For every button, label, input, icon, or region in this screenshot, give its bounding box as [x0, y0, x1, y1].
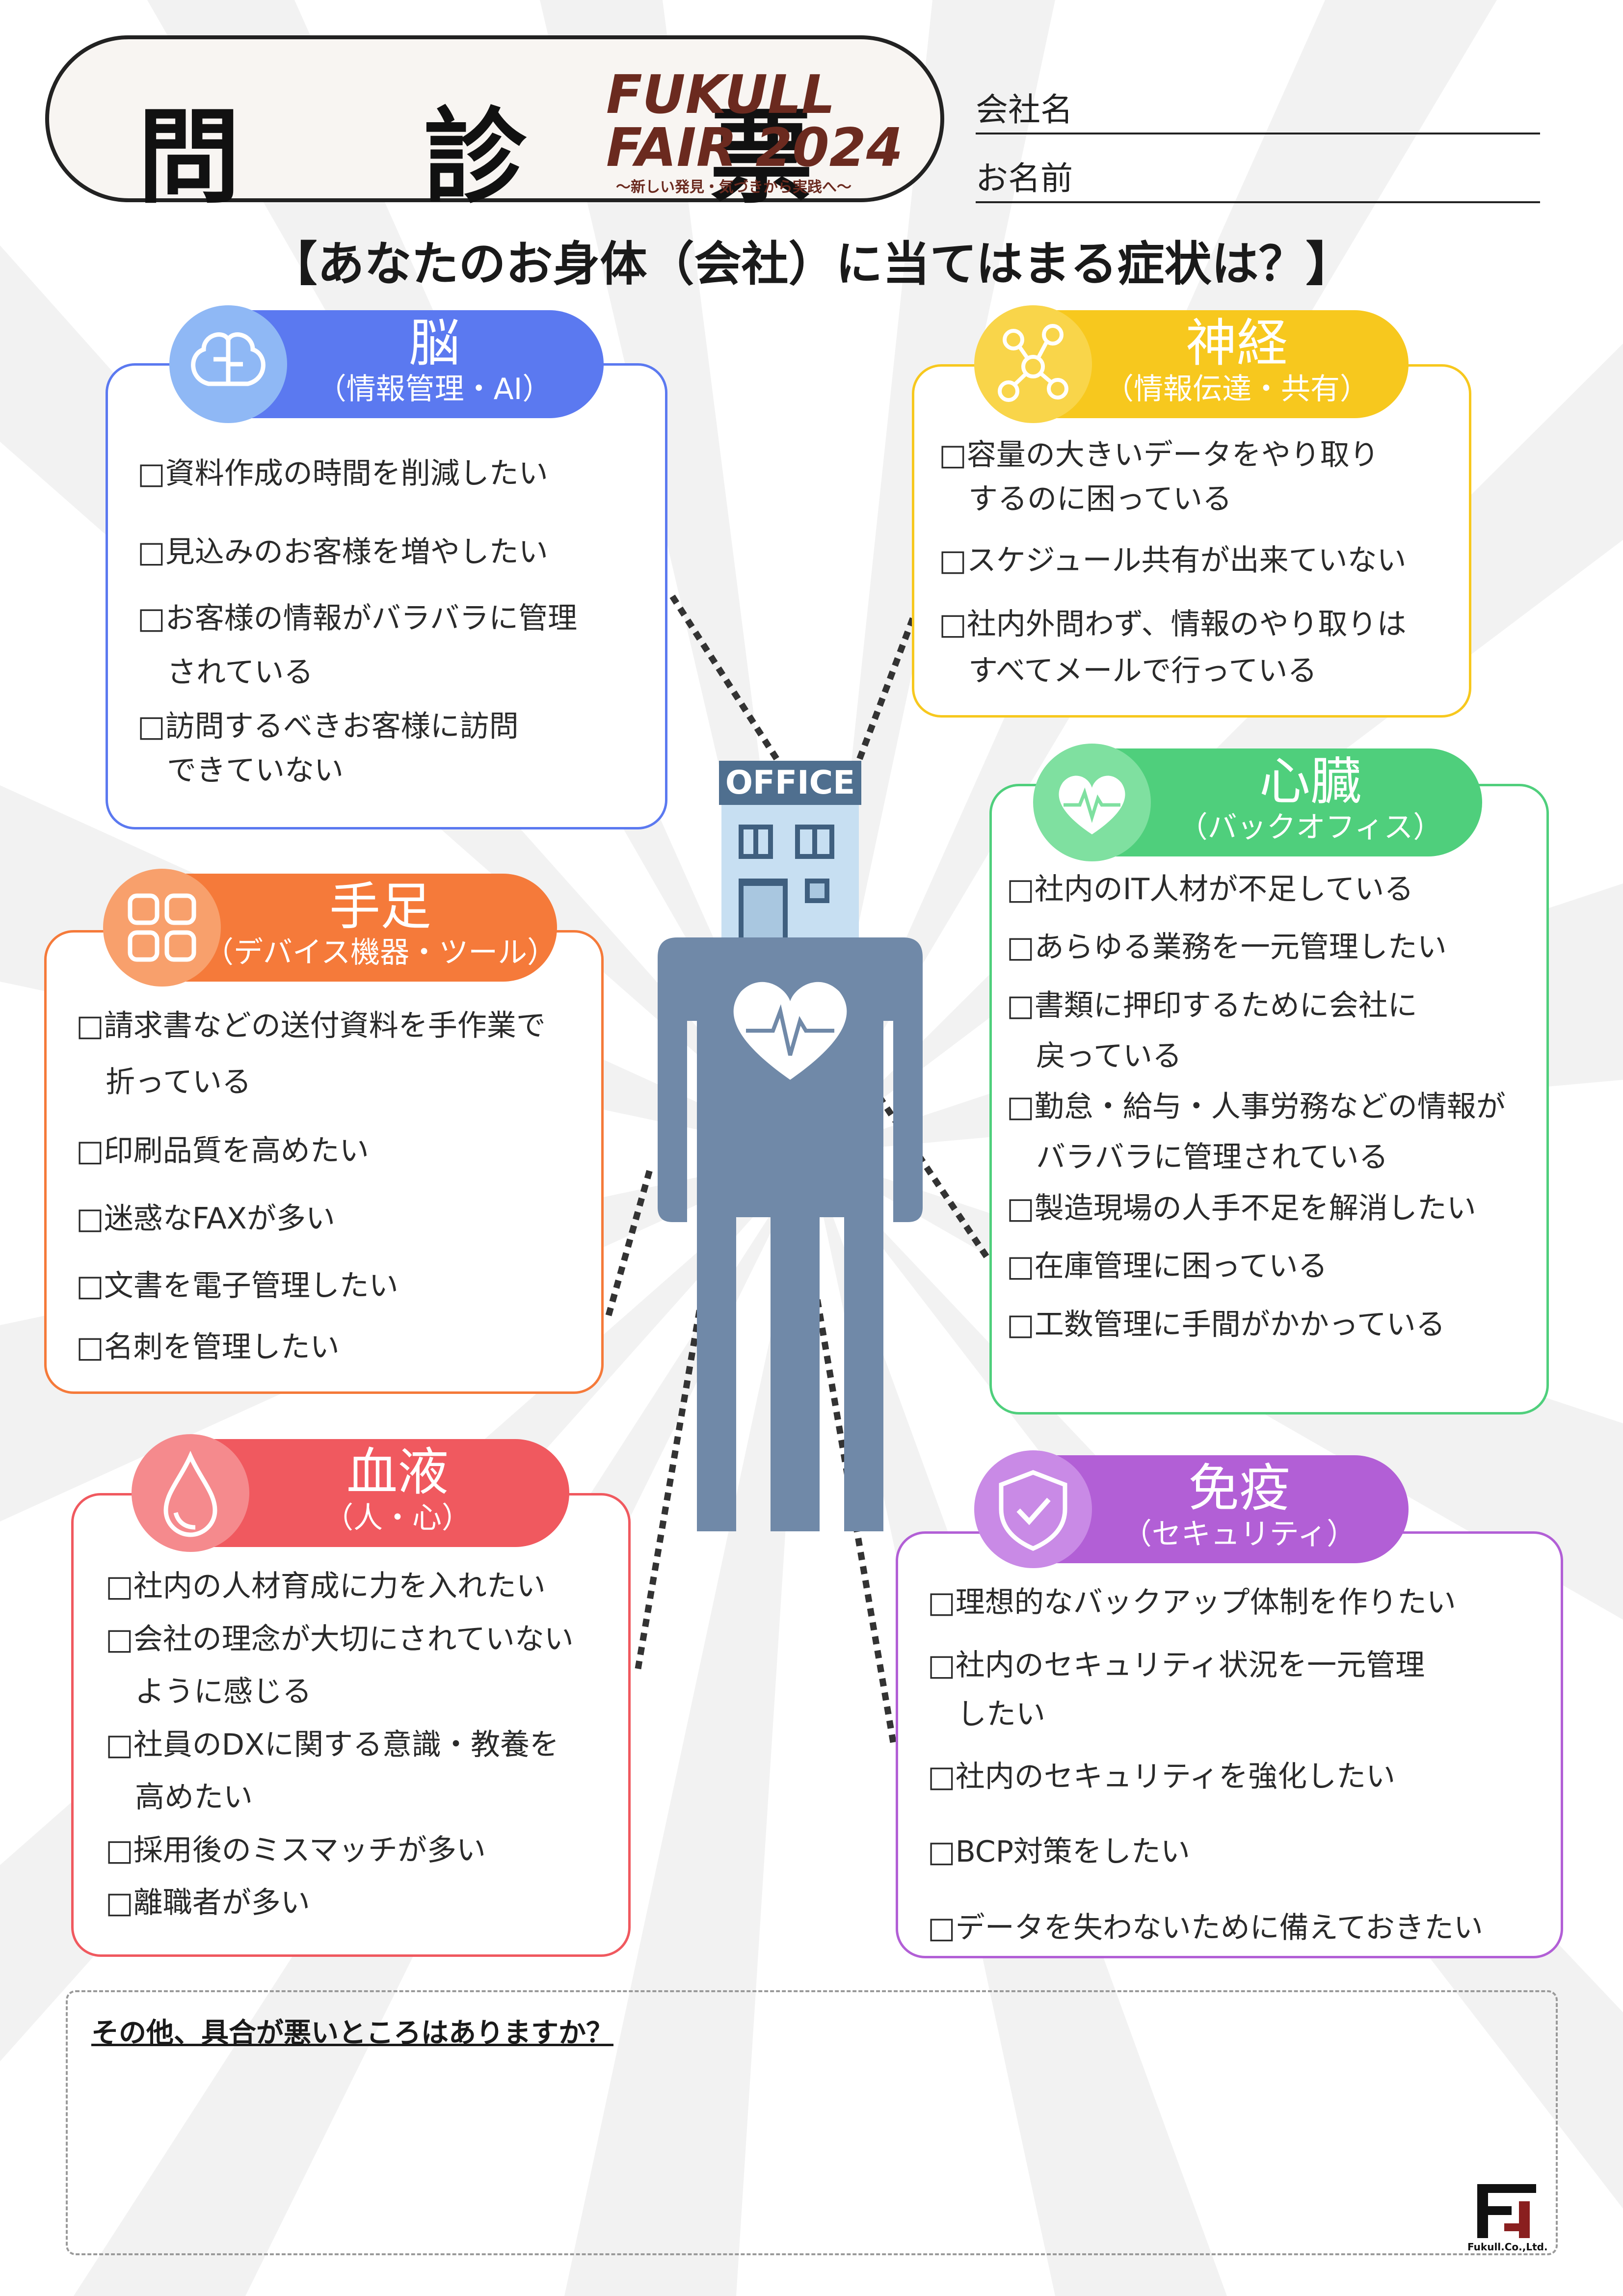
- limbs-item-2[interactable]: □印刷品質を高めたい: [76, 1134, 369, 1168]
- heart-item-1[interactable]: □社内のIT人材が不足している: [1007, 872, 1414, 907]
- heart-item-3[interactable]: □書類に押印するために会社に: [1007, 988, 1417, 1023]
- fair-logo-line2: FAIR 2024: [606, 117, 903, 179]
- immune-subtitle: （セキュリティ）: [1122, 1517, 1357, 1551]
- nerve-title: 神経: [1185, 313, 1288, 373]
- heart-item-6[interactable]: □在庫管理に困っている: [1007, 1249, 1328, 1283]
- title-banner: 問 診 票 FUKULL FAIR 2024 〜新しい発見・気づきから実践へ〜: [45, 35, 944, 217]
- office-person-figure: [658, 761, 923, 1531]
- other-symptoms-area[interactable]: その他、具合が悪いところはありますか？: [66, 1990, 1558, 2255]
- heart-item-7[interactable]: □工数管理に手間がかかっている: [1007, 1308, 1445, 1342]
- limbs-section: □請求書などの送付資料を手作業で 折っている □印刷品質を高めたい □迷惑なFA…: [44, 930, 604, 1394]
- brain-item-2[interactable]: □見込みのお客様を増やしたい: [137, 535, 548, 569]
- fair-tagline: 〜新しい発見・気づきから実践へ〜: [616, 179, 851, 196]
- immune-section: □理想的なバックアップ体制を作りたい □社内のセキュリティ状況を一元管理 したい…: [896, 1531, 1563, 1958]
- brain-item-3[interactable]: □お客様の情報がバラバラに管理: [137, 601, 578, 636]
- nerve-subtitle: （情報伝達・共有）: [1104, 372, 1369, 406]
- blood-subtitle: （人・心）: [324, 1501, 471, 1535]
- company-name-field[interactable]: 会社名: [976, 83, 1540, 134]
- company-logo-text: Fukull.Co.,Ltd.: [1467, 2241, 1548, 2253]
- heart-section: □社内のIT人材が不足している □あらゆる業務を一元管理したい □書類に押印する…: [989, 784, 1549, 1415]
- office-sign-board: [719, 761, 861, 805]
- limbs-title: 手足: [329, 877, 431, 936]
- brain-subtitle: （情報管理・AI）: [317, 372, 552, 406]
- company-name-label: 会社名: [976, 91, 1073, 129]
- nerve-item-3[interactable]: □社内外問わず、情報のやり取りは: [939, 607, 1407, 641]
- blood-item-5[interactable]: □離職者が多い: [106, 1886, 310, 1920]
- heart-item-3-cont: 戻っている: [1007, 1039, 1182, 1073]
- immune-item-5[interactable]: □データを失わないために備えておきたい: [928, 1911, 1483, 1945]
- main-question: 【あなたのお身体（会社）に当てはまる症状は？】: [270, 237, 1353, 292]
- immune-item-2-cont: したい: [928, 1697, 1045, 1732]
- blood-item-1[interactable]: □社内の人材育成に力を入れたい: [106, 1569, 546, 1603]
- brain-section: □資料作成の時間を削減したい □見込みのお客様を増やしたい □お客様の情報がバラ…: [106, 363, 667, 829]
- heart-title: 心臓: [1259, 751, 1361, 811]
- heart-item-5[interactable]: □製造現場の人手不足を解消したい: [1007, 1191, 1476, 1226]
- nerve-item-2[interactable]: □スケジュール共有が出来ていない: [939, 543, 1407, 578]
- blood-item-3-cont: 高めたい: [106, 1780, 253, 1815]
- nerve-item-3-cont: すべてメールで行っている: [939, 654, 1317, 688]
- fukull-logo: [1477, 2184, 1536, 2238]
- limbs-subtitle: （デバイス機器・ツール）: [204, 935, 557, 970]
- blood-item-4[interactable]: □採用後のミスマッチが多い: [106, 1833, 486, 1868]
- office-sign-text: OFFICE: [725, 764, 855, 801]
- heart-subtitle: （バックオフィス）: [1178, 810, 1443, 845]
- other-symptoms-question: その他、具合が悪いところはありますか？: [91, 2017, 613, 2049]
- heart-item-2[interactable]: □あらゆる業務を一元管理したい: [1007, 930, 1447, 964]
- limbs-item-3[interactable]: □迷惑なFAXが多い: [76, 1201, 335, 1236]
- blood-title: 血液: [346, 1442, 449, 1502]
- heart-item-4-cont: バラバラに管理されている: [1007, 1140, 1388, 1175]
- limbs-item-4[interactable]: □文書を電子管理したい: [76, 1269, 399, 1303]
- immune-item-1[interactable]: □理想的なバックアップ体制を作りたい: [928, 1585, 1456, 1620]
- drop-icon: [132, 1434, 249, 1552]
- network-icon: [974, 305, 1092, 423]
- page-title: 問 診 票: [137, 97, 887, 217]
- blood-item-2[interactable]: □会社の理念が大切にされていない: [106, 1622, 574, 1656]
- nerve-section: □容量の大きいデータをやり取り するのに困っている □スケジュール共有が出来てい…: [912, 364, 1471, 718]
- immune-item-3[interactable]: □社内のセキュリティを強化したい: [928, 1760, 1396, 1794]
- limbs-item-1-cont: 折っている: [76, 1065, 251, 1099]
- nerve-item-1-cont: するのに困っている: [939, 482, 1232, 516]
- blood-item-2-cont: ように感じる: [106, 1675, 312, 1709]
- brain-item-4[interactable]: □訪問するべきお客様に訪問: [137, 709, 519, 744]
- person-name-label: お名前: [976, 160, 1073, 197]
- brain-icon: [169, 305, 287, 423]
- hands-icon: [103, 869, 221, 987]
- fair-logo-line1: FUKULL: [606, 64, 835, 126]
- limbs-item-5[interactable]: □名刺を管理したい: [76, 1330, 340, 1364]
- nerve-item-1[interactable]: □容量の大きいデータをやり取り: [939, 438, 1379, 472]
- shield-icon: [974, 1450, 1092, 1568]
- heart-icon: [1033, 744, 1151, 861]
- blood-section: □社内の人材育成に力を入れたい □会社の理念が大切にされていない ように感じる …: [71, 1493, 631, 1957]
- immune-item-4[interactable]: □BCP対策をしたい: [928, 1835, 1190, 1869]
- person-name-field[interactable]: お名前: [976, 152, 1540, 203]
- limbs-item-1[interactable]: □請求書などの送付資料を手作業で: [76, 1009, 546, 1043]
- immune-item-2[interactable]: □社内のセキュリティ状況を一元管理: [928, 1648, 1425, 1682]
- brain-item-4-cont: できていない: [137, 753, 344, 788]
- blood-item-3[interactable]: □社員のDXに関する意識・教養を: [106, 1728, 559, 1762]
- fair-logo: FUKULL FAIR 2024 〜新しい発見・気づきから実践へ〜: [606, 69, 903, 196]
- brain-item-1[interactable]: □資料作成の時間を削減したい: [137, 456, 548, 491]
- brain-title: 脳: [408, 313, 460, 373]
- immune-title: 免疫: [1188, 1458, 1290, 1518]
- brain-item-3-cont: されている: [137, 655, 314, 690]
- heart-item-4[interactable]: □勤怠・給与・人事労務などの情報が: [1007, 1090, 1506, 1124]
